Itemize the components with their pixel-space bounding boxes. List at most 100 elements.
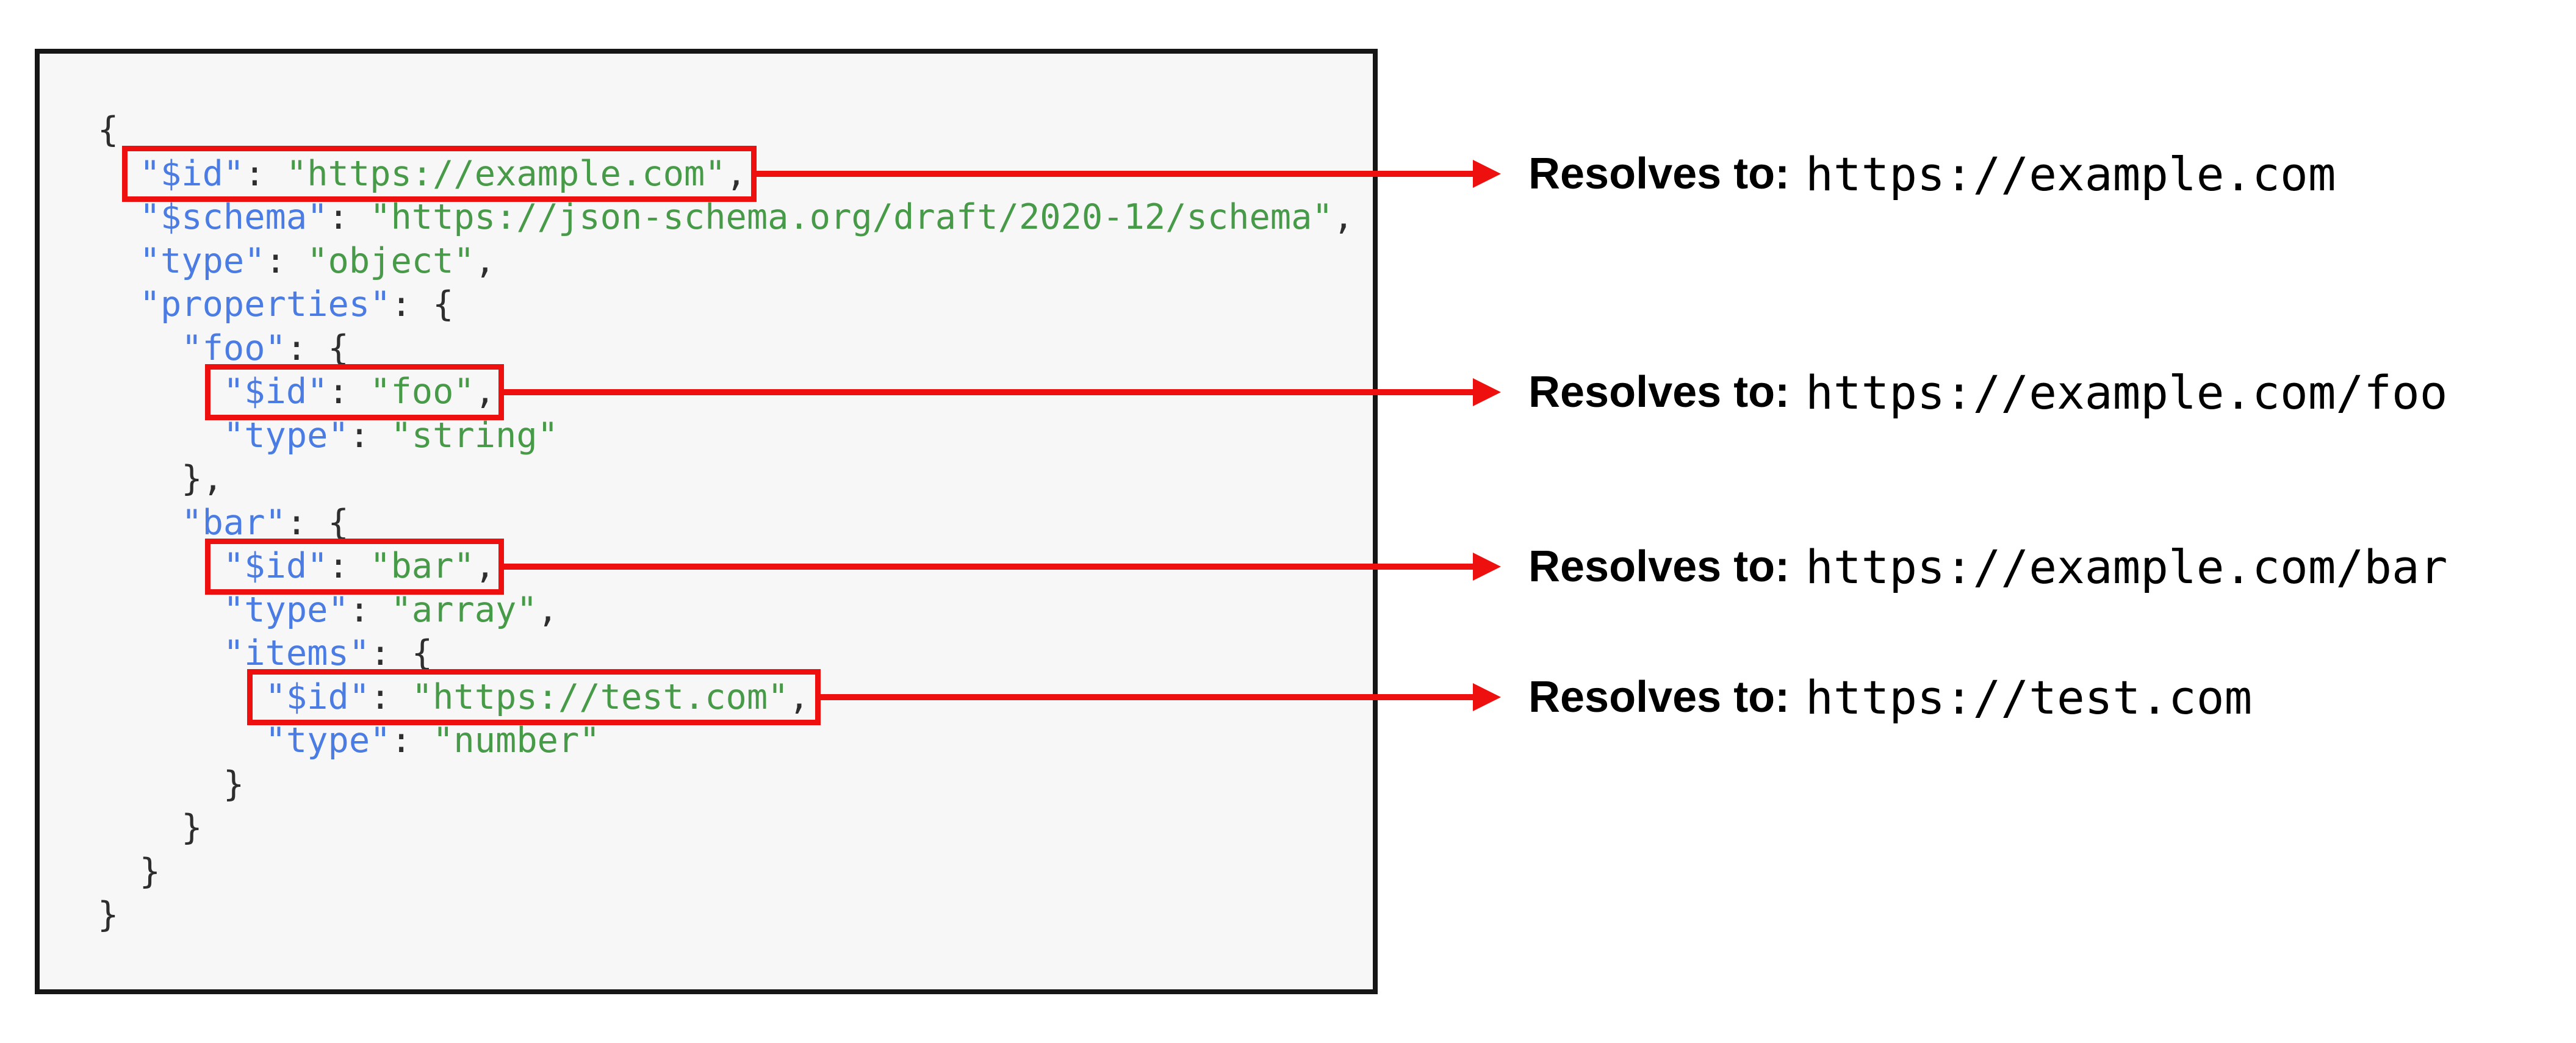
code-token: : [348,415,391,456]
code-token [98,197,140,237]
annotation-url: https://example.com/bar [1805,539,2448,594]
code-token: "https://example.com" [286,153,726,194]
code-token: "properties" [139,284,391,324]
code-token: "bar" [181,502,286,543]
code-line: "properties": { [98,283,1354,327]
code-token: : [244,153,286,194]
code-token: } [98,808,203,848]
code-token: "$id" [139,153,245,194]
code-token: "array" [390,589,538,630]
annotation-label: Resolves to: [1528,673,1790,722]
resolves-annotation-items: Resolves to: https://test.com [1528,664,2252,731]
annotation-url: https://example.com [1805,146,2336,201]
code-line: "$schema": "https://json-schema.org/draf… [98,196,1354,240]
code-line: } [98,806,1354,850]
code-token: "items" [223,633,370,673]
code-token [98,503,181,543]
code-line: "$id": "https://test.com", [98,676,1354,720]
code-token: "object" [307,240,475,281]
resolves-arrow-root [757,160,1501,188]
arrowhead-icon [1473,553,1501,581]
code-token: , [725,153,747,194]
annotation-label: Resolves to: [1528,149,1790,198]
code-line: "foo": { [98,327,1354,371]
code-line: "$id": "foo", [98,370,1354,414]
code-token: "bar" [370,546,475,586]
resolves-arrow-bar [504,553,1501,581]
resolves-annotation-bar: Resolves to: https://example.com/bar [1528,533,2448,600]
code-token [98,415,223,456]
arrow-shaft [504,389,1473,395]
code-token: "type" [223,589,349,630]
code-token: "string" [390,415,558,456]
code-token: "type" [265,720,391,761]
code-token: "$schema" [139,197,328,237]
code-token: "type" [223,415,349,456]
code-line: "type": "string" [98,414,1354,458]
code-token: , [474,371,496,412]
code-token [98,328,181,368]
code-token: : { [286,328,349,368]
code-token: "$id" [223,371,328,412]
code-token: : [265,240,308,281]
code-line: "items": { [98,632,1354,676]
code-line: } [98,850,1354,894]
code-token: : [390,720,433,761]
highlight-box-foo-id [205,364,504,420]
annotation-url: https://example.com/foo [1805,365,2448,420]
code-token: : [348,589,391,630]
arrowhead-icon [1473,160,1501,188]
annotation-url: https://test.com [1805,670,2253,725]
code-token: "https://test.com" [411,676,789,717]
code-token: : [370,676,412,717]
code-token [98,284,140,324]
code-line: } [98,894,1354,937]
arrow-shaft [504,564,1473,570]
code-token: "number" [433,720,600,761]
code-line: "bar": { [98,501,1354,545]
code-token [98,633,223,673]
highlight-box-bar-id [205,539,504,595]
code-token: : [328,197,370,237]
json-code: { "$id": "https://example.com", "$schema… [98,109,1354,937]
arrowhead-icon [1473,683,1501,711]
code-token: : [328,546,370,586]
code-token: "$id" [265,676,370,717]
code-token: { [98,110,119,150]
arrow-shaft [757,171,1473,177]
code-token: , [788,676,810,717]
annotation-label: Resolves to: [1528,542,1790,591]
resolves-arrow-foo [504,378,1501,406]
resolves-annotation-root: Resolves to: https://example.com [1528,140,2336,207]
code-line: "type": "array", [98,589,1354,633]
code-token: , [474,546,496,586]
code-token: "https://json-schema.org/draft/2020-12/s… [370,197,1333,237]
code-token [98,720,265,761]
code-line: "$id": "bar", [98,545,1354,589]
annotation-label: Resolves to: [1528,368,1790,417]
code-token: "type" [139,240,265,281]
code-token: : { [286,502,349,543]
code-token: "foo" [370,371,475,412]
code-token: : [328,371,370,412]
code-line: "$id": "https://example.com", [98,152,1354,196]
code-token [98,590,223,630]
json-schema-panel [35,49,1378,994]
code-token [98,677,265,717]
code-token: , [1333,197,1355,237]
code-line: { [98,109,1354,152]
arrow-shaft [821,694,1473,700]
code-token: : { [390,284,454,324]
code-token: } [98,895,119,935]
highlight-box-items-id [247,669,821,725]
arrowhead-icon [1473,378,1501,406]
resolves-arrow-items [821,683,1501,711]
code-token: } [98,764,245,805]
code-line: }, [98,457,1354,501]
code-token: } [98,851,160,892]
code-token: }, [98,459,223,499]
code-line: "type": "number" [98,719,1354,763]
code-token: "$id" [223,546,328,586]
code-token [98,241,140,281]
